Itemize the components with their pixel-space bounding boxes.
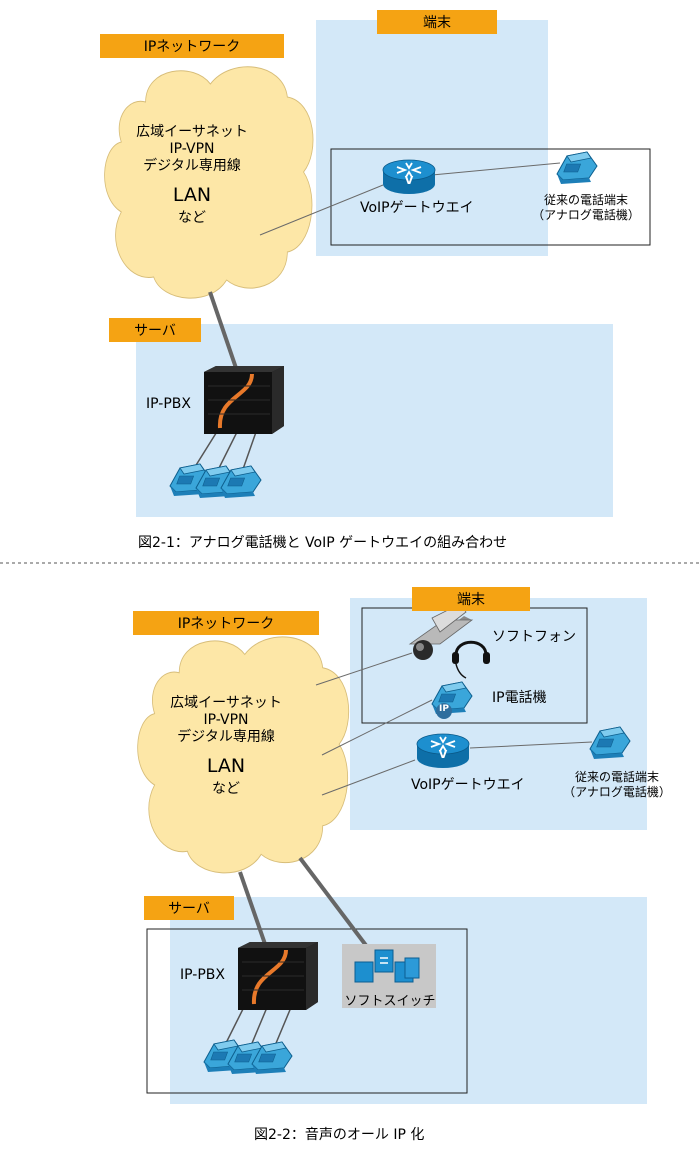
- cloud-text-1: 広域イーサネット IP-VPN デジタル専用線 LAN など: [136, 124, 248, 226]
- softswitch-icon: [354, 949, 420, 983]
- gateway-label-1: VoIPゲートウエイ: [360, 200, 474, 216]
- link-cloud-gateway-1: [259, 184, 384, 236]
- phone-label-1: 従来の電話端末 （アナログ電話機）: [532, 193, 640, 222]
- terminal-region-1: [316, 20, 548, 256]
- softswitch-label: ソフトスイッチ: [344, 994, 436, 1009]
- pbx-server-icon: [236, 940, 320, 1012]
- router-icon: [416, 733, 470, 769]
- ip-badge: IP: [439, 704, 449, 714]
- softphone-pc-icon: [408, 603, 474, 660]
- caption-1: 図2-1：アナログ電話機と VoIP ゲートウエイの組み合わせ: [138, 535, 508, 551]
- terminal-tag-1: 端末: [377, 10, 497, 34]
- headset-icon: [452, 640, 490, 679]
- pbx-label-1: IP-PBX: [146, 396, 191, 412]
- ip-phone-icon: [431, 681, 473, 719]
- phone-label-2: 従来の電話端末 （アナログ電話機）: [563, 770, 671, 799]
- cloud-text-2: 広域イーサネット IP-VPN デジタル専用線 LAN など: [170, 695, 282, 797]
- link-cloud-pbx-1: [208, 291, 238, 369]
- ipphone-label: IP電話機: [492, 690, 547, 706]
- analog-phone-icon: [556, 151, 598, 185]
- network-tag-1: IPネットワーク: [100, 34, 284, 58]
- router-icon: [382, 159, 436, 195]
- server-tag-1: サーバ: [109, 318, 201, 342]
- link-gateway-phone-1: [431, 162, 561, 176]
- terminal-region-2: [350, 598, 647, 830]
- server-tag-2: サーバ: [144, 896, 234, 920]
- terminal-tag-2: 端末: [412, 587, 530, 611]
- network-tag-2: IPネットワーク: [133, 611, 319, 635]
- gateway-label-2: VoIPゲートウエイ: [411, 777, 525, 793]
- pbx-label-2: IP-PBX: [180, 967, 225, 983]
- server-frame-2: [146, 928, 468, 1094]
- pbx-server-icon: [202, 364, 286, 436]
- caption-2: 図2-2：音声のオール IP 化: [254, 1127, 425, 1143]
- softphone-label: ソフトフォン: [492, 629, 576, 645]
- terminal-frame-1: [330, 148, 651, 246]
